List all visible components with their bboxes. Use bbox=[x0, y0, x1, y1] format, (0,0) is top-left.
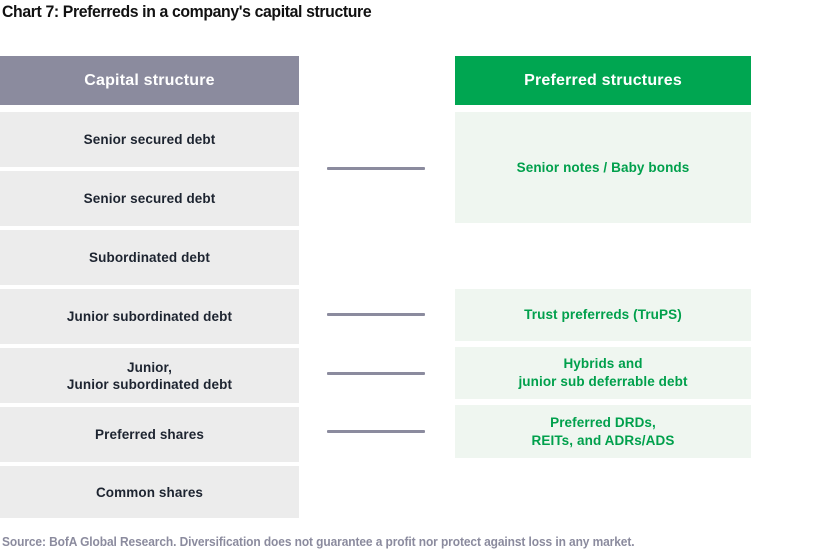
connector-line-trust-preferreds bbox=[327, 313, 425, 316]
capital-row-preferred-shares: Preferred shares bbox=[0, 407, 299, 462]
preferred-box-trust-preferreds: Trust preferreds (TruPS) bbox=[455, 289, 751, 341]
chart-title: Chart 7: Preferreds in a company's capit… bbox=[2, 2, 372, 21]
capital-row-label: Subordinated debt bbox=[89, 250, 210, 265]
preferred-structures-header: Preferred structures bbox=[455, 56, 751, 105]
capital-row-junior-junior-subordinated-debt: Junior, Junior subordinated debt bbox=[0, 348, 299, 403]
capital-structure-column: Capital structure bbox=[0, 56, 299, 105]
capital-row-label-line1: Junior, bbox=[127, 359, 172, 375]
preferred-structures-column: Preferred structures bbox=[455, 56, 751, 105]
preferred-box-label: Senior notes / Baby bonds bbox=[516, 159, 690, 175]
preferred-box-label-line1: Preferred DRDs, bbox=[550, 414, 656, 430]
capital-row-senior-secured-debt-1: Senior secured debt bbox=[0, 112, 299, 167]
preferred-box-label: Trust preferreds (TruPS) bbox=[524, 307, 682, 322]
source-note: Source: BofA Global Research. Diversific… bbox=[2, 534, 635, 549]
capital-row-senior-secured-debt-2: Senior secured debt bbox=[0, 171, 299, 226]
capital-row-subordinated-debt: Subordinated debt bbox=[0, 230, 299, 285]
preferred-box-label-line2: REITs, and ADRs/ADS bbox=[531, 432, 675, 448]
capital-row-label: Common shares bbox=[95, 484, 204, 500]
preferred-box-senior-notes-baby-bonds: Senior notes / Baby bonds bbox=[455, 112, 751, 223]
capital-row-label: Preferred shares bbox=[95, 427, 204, 442]
capital-row-label-line2: Junior subordinated debt bbox=[66, 376, 233, 392]
preferred-box-hybrids-junior-sub-deferrable-debt: Hybrids and junior sub deferrable debt bbox=[455, 347, 751, 399]
connector-line-senior-notes bbox=[327, 167, 425, 170]
preferred-box-label-line1: Hybrids and bbox=[563, 356, 643, 371]
connector-line-preferred-drds bbox=[327, 430, 425, 433]
capital-row-junior-subordinated-debt: Junior subordinated debt bbox=[0, 289, 299, 344]
preferred-box-label-line2: junior sub deferrable debt bbox=[518, 374, 688, 389]
capital-row-label: Senior secured debt bbox=[83, 191, 216, 206]
capital-row-label: Junior subordinated debt bbox=[66, 309, 233, 324]
capital-row-label: Senior secured debt bbox=[83, 132, 216, 147]
capital-row-common-shares: Common shares bbox=[0, 466, 299, 518]
capital-structure-header: Capital structure bbox=[0, 56, 299, 105]
connector-line-hybrids bbox=[327, 372, 425, 375]
preferred-box-preferred-drds-reits-adrs: Preferred DRDs, REITs, and ADRs/ADS bbox=[455, 405, 751, 458]
